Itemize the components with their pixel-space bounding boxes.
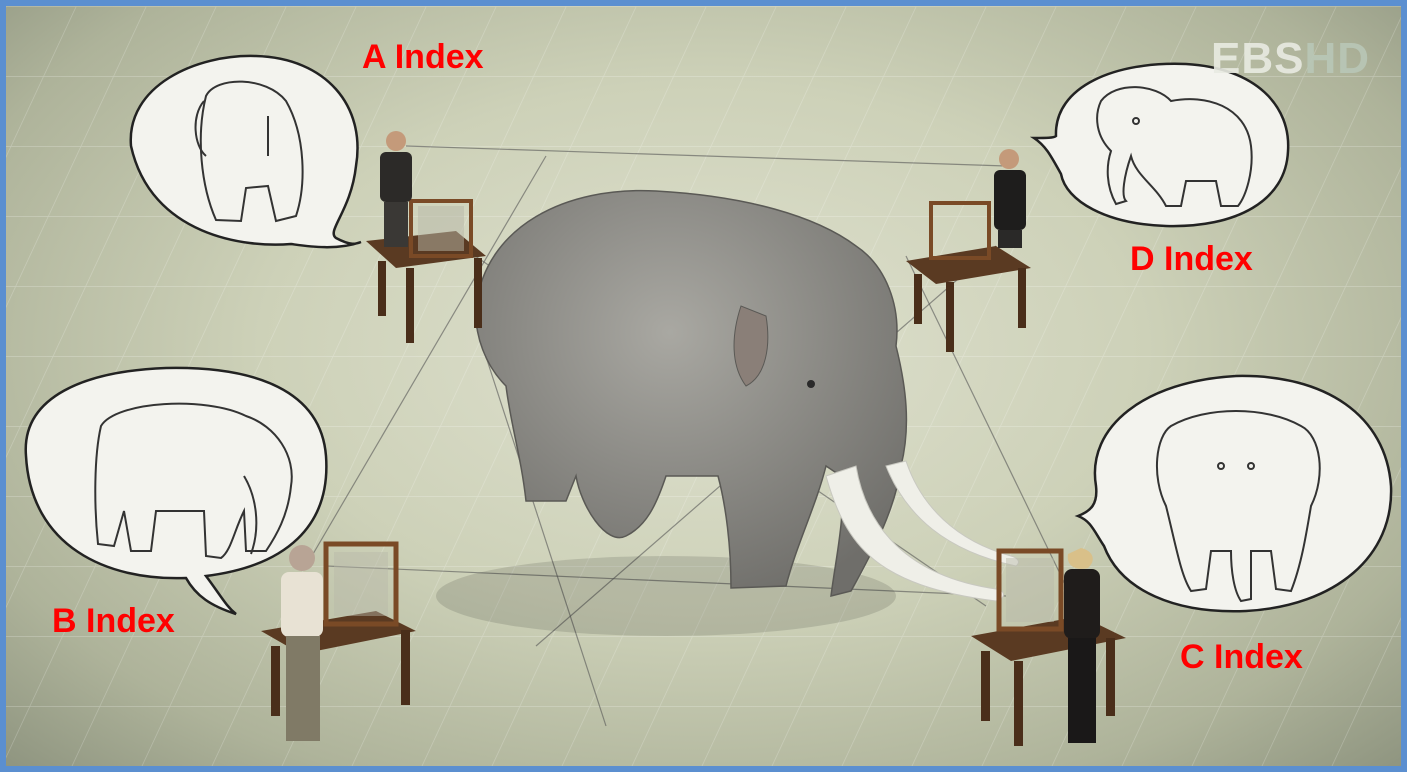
scene: EBSHD A Index D Index B Index C Index [6,6,1401,766]
ebs-hd-logo: EBSHD [1211,34,1370,84]
logo-suffix: HD [1304,34,1371,83]
label-d-index: D Index [1130,240,1253,278]
elephant-sketch-icon [194,80,304,223]
observer-c [971,548,1126,746]
observer-a [366,131,486,343]
elephant-sketch-icon [1155,410,1321,603]
elephant-icon [436,189,1019,636]
thought-bubble-c [1074,374,1393,613]
person-icon [994,149,1026,248]
observer-b [261,541,416,741]
person-icon [380,131,412,247]
label-c-index: C Index [1180,638,1303,676]
thought-bubble-d [1029,62,1290,228]
elephant-sketch-icon [94,402,293,560]
label-a-index: A Index [362,38,484,76]
elephant-sketch-icon [1096,86,1253,207]
scene-illustration [6,6,1401,766]
thought-bubble-a [129,54,362,249]
observer-d [906,149,1031,352]
person-icon [1064,548,1100,743]
label-b-index: B Index [52,602,175,640]
table-icon [906,201,1031,352]
person-icon [281,545,323,741]
thought-bubble-b [24,366,328,616]
logo-brand: EBS [1211,34,1305,83]
